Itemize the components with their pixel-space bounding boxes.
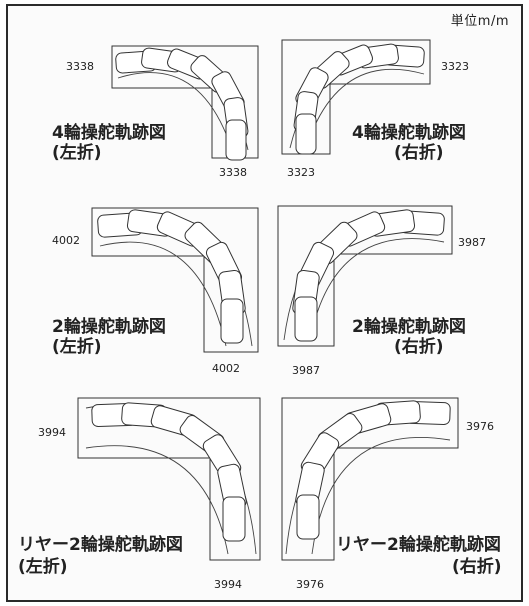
vehicle-outlines <box>295 400 451 540</box>
turn-direction: (右折) <box>452 556 502 577</box>
panel-title: 4輪操舵軌跡図 <box>52 122 166 143</box>
panel-title: 2輪操舵軌跡図 <box>352 316 466 337</box>
trajectory-arc <box>85 445 229 555</box>
bottom-dimension: 3987 <box>292 364 320 377</box>
side-dimension: 3323 <box>441 60 469 73</box>
trajectory-arc <box>117 72 233 151</box>
bottom-dimension: 3976 <box>296 578 324 591</box>
vehicle-outlines <box>91 402 247 542</box>
corridor-outline <box>77 397 261 561</box>
panel-rear-2ws-right: 3976 3976 リヤー2輪操舵軌跡図 (右折) <box>281 397 502 591</box>
side-dimension: 3338 <box>66 60 94 73</box>
side-dimension: 4002 <box>52 234 80 247</box>
turn-direction: (左折) <box>18 556 68 577</box>
turn-direction: (右折) <box>394 142 444 163</box>
side-dimension: 3987 <box>458 236 486 249</box>
diagram-frame <box>6 4 523 602</box>
turn-direction: (右折) <box>394 336 444 357</box>
corridor-outline <box>111 45 259 159</box>
trajectory-arc <box>99 241 227 347</box>
vehicle-outlines <box>97 209 246 344</box>
panel-title: リヤー2輪操舵軌跡図 <box>18 534 183 555</box>
panel-rear-2ws-left: 3994 3994 リヤー2輪操舵軌跡図 (左折) <box>18 397 261 591</box>
bottom-dimension: 3323 <box>287 166 315 179</box>
unit-label: 単位m/m <box>450 14 509 29</box>
vehicle-outlines <box>292 209 445 342</box>
side-dimension: 3994 <box>38 426 66 439</box>
turn-direction: (左折) <box>52 336 102 357</box>
bottom-dimension: 3994 <box>214 578 242 591</box>
turn-direction: (左折) <box>52 142 102 163</box>
panel-4ws-left: 3338 3338 4輪操舵軌跡図 (左折) <box>52 45 259 179</box>
vehicle-outlines <box>293 43 425 155</box>
bottom-dimension: 3338 <box>219 166 247 179</box>
panel-2ws-right: 3987 3987 2輪操舵軌跡図 (右折) <box>277 205 486 377</box>
vehicle-outlines <box>115 47 249 161</box>
panel-title: 2輪操舵軌跡図 <box>52 316 166 337</box>
panel-title: リヤー2輪操舵軌跡図 <box>336 534 501 555</box>
panel-title: 4輪操舵軌跡図 <box>352 122 466 143</box>
panel-4ws-right: 3323 3323 4輪操舵軌跡図 (右折) <box>281 39 469 179</box>
corridor-outline <box>91 207 259 353</box>
bottom-dimension: 4002 <box>212 362 240 375</box>
side-dimension: 3976 <box>466 420 494 433</box>
panel-2ws-left: 4002 4002 2輪操舵軌跡図 (左折) <box>52 207 259 375</box>
